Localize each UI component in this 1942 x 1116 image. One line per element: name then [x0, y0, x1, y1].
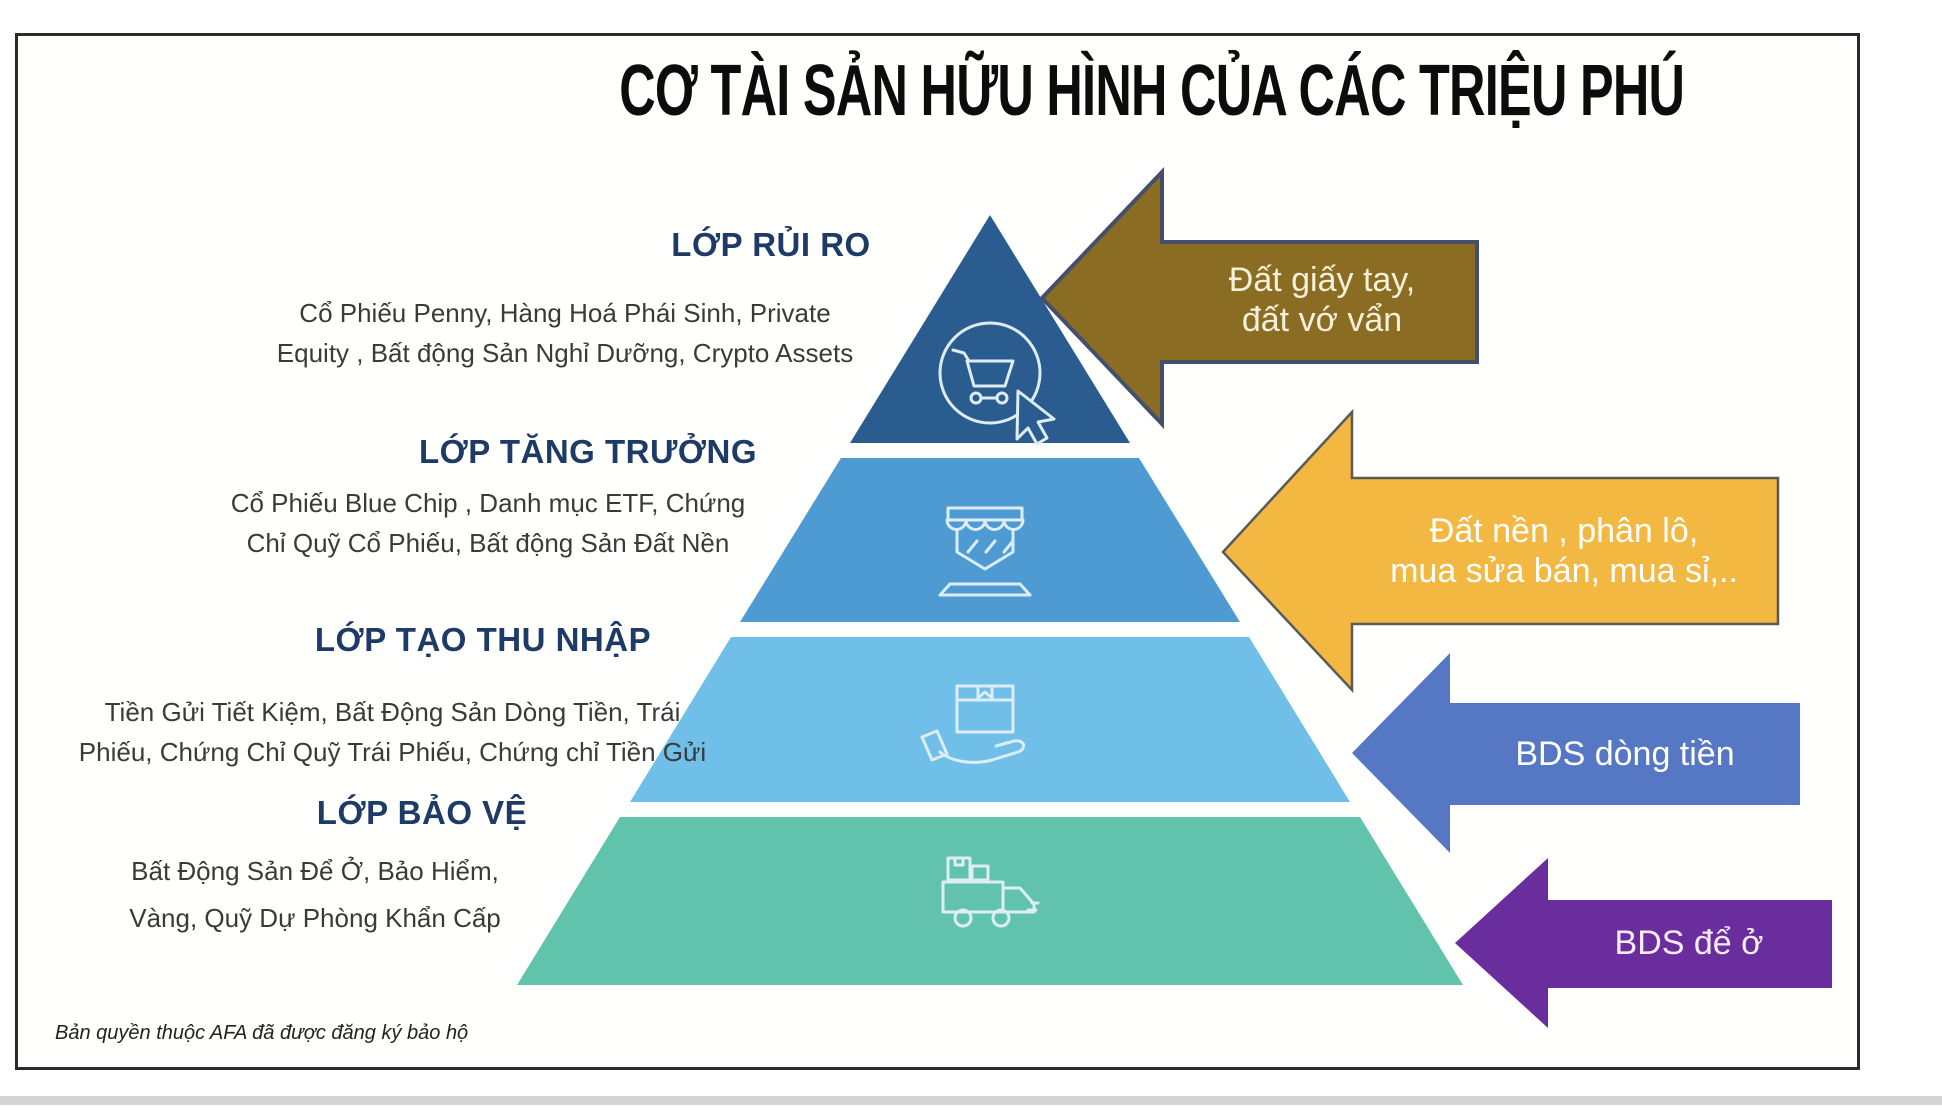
cart-click-icon [938, 321, 1056, 446]
layer-label-income: LỚP TẠO THU NHẬP [314, 621, 652, 658]
arrow-risk-caption-line2: đất vớ vẩn [1241, 301, 1403, 339]
layer-label-growth: LỚP TĂNG TRƯỞNG [418, 433, 758, 470]
delivery-truck-icon [941, 856, 1040, 928]
storefront-icon [938, 506, 1032, 597]
arrow-risk-callout [1039, 167, 1479, 429]
layer-label-risk: LỚP RỦI RO [671, 226, 871, 263]
arrow-income-caption: BDS dòng tiền [1455, 734, 1795, 774]
layer-desc-growth-line2: Chỉ Quỹ Cổ Phiếu, Bất động Sản Đất Nền [246, 528, 730, 558]
arrow-income-caption-line1: BDS dòng tiền [1515, 735, 1735, 773]
pyramid-layer-income [630, 637, 1350, 802]
layer-desc-income: Tiền Gửi Tiết Kiệm, Bất Động Sản Dòng Ti… [60, 692, 725, 772]
arrow-growth-caption: Đất nền , phân lô, mua sửa bán, mua sỉ,.… [1364, 511, 1764, 591]
pyramid-layer-growth [740, 458, 1240, 622]
hand-box-icon [920, 684, 1026, 764]
layer-label-protection: LỚP BẢO VỆ [316, 794, 528, 831]
arrow-protection-caption-line1: BDS để ở [1614, 924, 1764, 962]
copyright-note: Bản quyền thuộc AFA đã được đăng ký bảo … [55, 1022, 469, 1044]
arrow-risk-caption-line1: Đất giấy tay, [1228, 261, 1416, 299]
layer-desc-protection: Bất Động Sản Để Ở, Bảo Hiểm, Vàng, Quỹ D… [15, 848, 615, 942]
layer-desc-protection-line2: Vàng, Quỹ Dự Phòng Khẩn Cấp [129, 903, 501, 933]
layer-desc-risk-line2: Equity , Bất động Sản Nghỉ Dưỡng, Crypto… [276, 338, 854, 368]
bottom-divider [0, 1096, 1942, 1105]
layer-desc-income-line1: Tiền Gửi Tiết Kiệm, Bất Động Sản Dòng Ti… [104, 697, 681, 727]
layer-desc-growth-line1: Cổ Phiếu Blue Chip , Danh mục ETF, Chứng [230, 488, 746, 518]
arrow-income-callout [1352, 653, 1800, 853]
arrow-protection-caption: BDS để ở [1549, 923, 1829, 963]
arrow-growth-caption-line1: Đất nền , phân lô, [1429, 512, 1699, 550]
layer-desc-income-line2: Phiếu, Chứng Chỉ Quỹ Trái Phiếu, Chứng c… [78, 737, 707, 767]
layer-desc-risk-line1: Cổ Phiếu Penny, Hàng Hoá Phái Sinh, Priv… [299, 298, 831, 328]
arrow-risk-caption: Đất giấy tay, đất vớ vẩn [1172, 260, 1472, 340]
pyramid-layer-risk [850, 215, 1130, 443]
arrow-growth-callout [1221, 408, 1780, 694]
layer-desc-growth: Cổ Phiếu Blue Chip , Danh mục ETF, Chứng… [188, 483, 788, 563]
page-title: CƠ TÀI SẢN HỮU HÌNH CỦA CÁC TRIỆU PHÚ [619, 51, 1685, 131]
arrow-growth-caption-line2: mua sửa bán, mua sỉ,.. [1390, 552, 1738, 590]
layer-desc-protection-line1: Bất Động Sản Để Ở, Bảo Hiểm, [131, 856, 499, 886]
pyramid-layer-protection [517, 817, 1463, 985]
layer-desc-risk: Cổ Phiếu Penny, Hàng Hoá Phái Sinh, Priv… [265, 293, 865, 373]
arrow-protection-callout [1455, 858, 1832, 1028]
